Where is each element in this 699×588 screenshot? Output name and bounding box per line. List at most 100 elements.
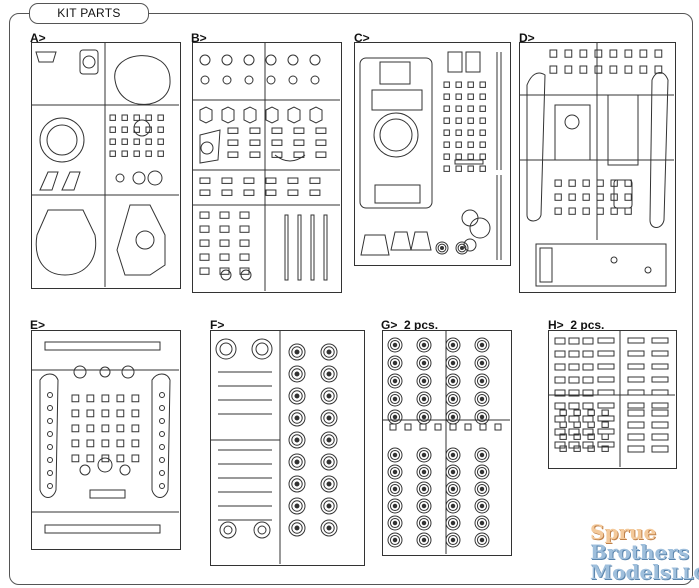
road-wheel-rim: [389, 466, 401, 478]
side-skirt-part: [649, 72, 669, 228]
rivet-hole: [47, 457, 53, 463]
part-ring: [255, 342, 269, 356]
road-wheel: [416, 498, 432, 514]
small-part: [287, 177, 299, 184]
small-part: [479, 423, 487, 431]
road-wheel-rim: [418, 466, 430, 478]
bracket-part: [287, 106, 301, 124]
part-ring: [222, 75, 232, 85]
road-wheel-rim: [447, 466, 459, 478]
road-wheel-hub: [421, 342, 427, 348]
road-wheel-rim: [418, 534, 430, 546]
road-wheel-rim: [447, 393, 459, 405]
rod-part: [297, 214, 302, 281]
road-wheel-hub: [421, 469, 427, 475]
small-part: [582, 207, 590, 215]
fender-rail-part: [44, 341, 161, 351]
road-wheel-hub: [479, 414, 485, 420]
track-link-part: [627, 445, 645, 453]
small-part: [219, 239, 230, 247]
road-wheel: [474, 391, 490, 407]
part-ring: [46, 124, 78, 156]
sprue-g-label: G> 2 pcs.: [381, 318, 439, 332]
small-part: [109, 126, 116, 133]
hull-detail: [379, 61, 411, 85]
small-part: [221, 177, 233, 184]
road-wheel-rim: [476, 375, 488, 387]
small-part: [109, 138, 116, 145]
small-part: [109, 114, 116, 121]
road-wheel-hub: [392, 414, 398, 420]
track-link-part: [582, 415, 594, 423]
road-wheel-rim: [476, 393, 488, 405]
road-wheel: [387, 464, 403, 480]
track-link-part: [651, 433, 669, 441]
small-part: [309, 189, 321, 196]
track-link-part: [554, 350, 566, 358]
road-wheel-hub: [450, 469, 456, 475]
small-part: [219, 225, 230, 233]
road-wheel-hub: [450, 378, 456, 384]
part-ring: [73, 365, 87, 379]
road-wheel: [474, 373, 490, 389]
small-part: [443, 117, 450, 124]
small-part: [239, 225, 250, 233]
track-link-part: [568, 402, 580, 410]
road-wheel-rim: [447, 411, 459, 423]
rivet-hole: [47, 392, 53, 398]
track-link-part: [582, 337, 594, 345]
small-part: [199, 189, 211, 196]
small-part: [465, 51, 481, 73]
road-wheel-hub: [326, 437, 332, 443]
small-part: [587, 433, 595, 440]
small-part: [199, 267, 210, 275]
small-part: [594, 49, 603, 58]
small-part: [116, 454, 125, 463]
small-part: [564, 49, 573, 58]
road-wheel-rim: [476, 466, 488, 478]
track-link-part: [568, 337, 580, 345]
road-wheel-rim: [418, 449, 430, 461]
hatch-part: [35, 51, 57, 63]
idler-wheel: [288, 497, 306, 515]
road-wheel-hub: [326, 525, 332, 531]
small-part: [624, 207, 632, 215]
small-part: [455, 117, 462, 124]
sprue-e-label: E>: [30, 318, 46, 332]
bracket-part: [199, 106, 213, 124]
hatch-part: [410, 231, 432, 251]
small-part: [455, 105, 462, 112]
small-part: [549, 49, 558, 58]
small-part: [582, 193, 590, 201]
road-wheel-hub: [392, 378, 398, 384]
track-link-part: [597, 428, 615, 435]
small-part: [199, 177, 211, 184]
bracket-part: [221, 106, 235, 124]
small-part: [265, 177, 277, 184]
road-wheel-hub: [450, 537, 456, 543]
small-part: [467, 93, 474, 100]
road-wheel-rim: [476, 534, 488, 546]
road-wheel-rim: [389, 449, 401, 461]
small-part: [554, 193, 562, 201]
road-wheel: [387, 337, 403, 353]
track-link-part: [597, 415, 615, 422]
track-link-part: [554, 337, 566, 345]
small-part: [443, 141, 450, 148]
track-link-part: [651, 402, 669, 409]
road-wheel: [387, 447, 403, 463]
small-part: [455, 81, 462, 88]
road-wheel: [445, 464, 461, 480]
road-wheel-hub: [294, 393, 300, 399]
road-wheel-hub: [294, 371, 300, 377]
part-ring: [82, 55, 96, 69]
sprue-f-label: F>: [210, 318, 225, 332]
small-part: [455, 153, 462, 160]
small-part: [443, 153, 450, 160]
small-part: [293, 127, 305, 134]
part-ring: [564, 114, 580, 130]
rivet-hole: [159, 418, 165, 424]
road-wheel-hub: [421, 396, 427, 402]
small-part: [239, 239, 250, 247]
road-wheel-rim: [418, 375, 430, 387]
